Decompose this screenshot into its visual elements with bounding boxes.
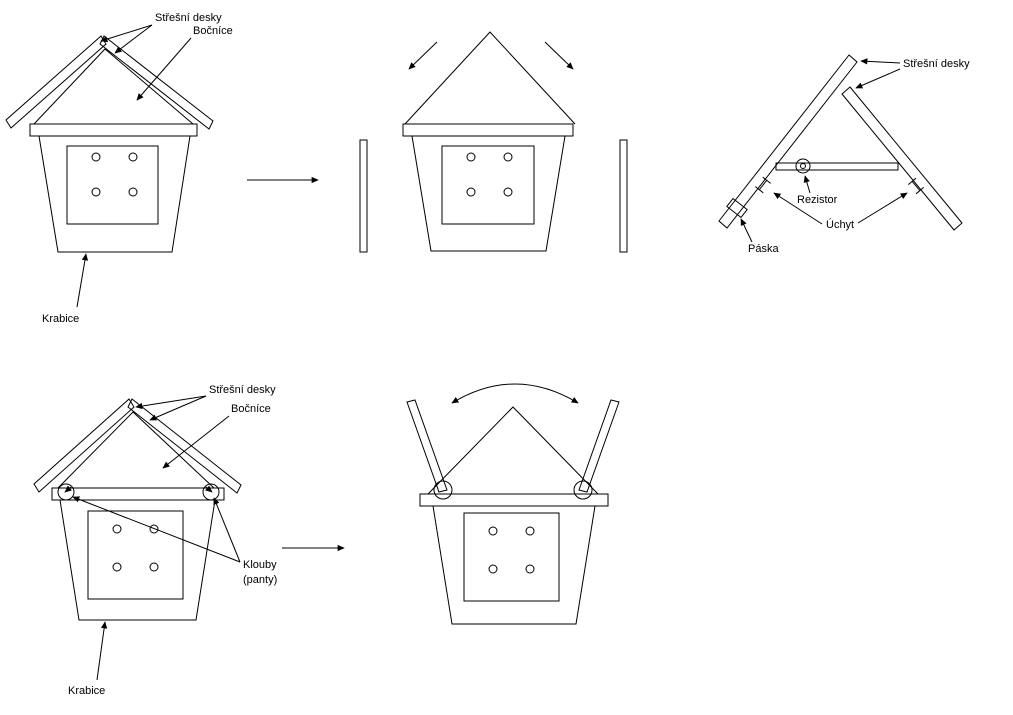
hole	[466, 152, 476, 162]
open-board-right	[578, 399, 620, 493]
panel-step5-roof-open	[406, 383, 620, 625]
hole	[503, 187, 513, 197]
inner-panel	[87, 510, 184, 600]
eave-rim	[419, 493, 609, 507]
pointer-roof-board-1	[149, 395, 207, 421]
label-hinges-line2: (panty)	[243, 574, 277, 586]
inner-panel	[441, 145, 535, 225]
resistor	[795, 158, 811, 174]
gable-side-panel	[33, 48, 194, 125]
roof-board-left	[5, 35, 107, 129]
label-side-panel: Bočníce	[193, 25, 233, 37]
gable-side-panel	[57, 411, 215, 489]
hole	[91, 187, 101, 197]
pointer-holder-right	[857, 192, 908, 224]
pointer-holder-left	[773, 192, 823, 225]
label-resistor: Rezistor	[797, 194, 838, 206]
label-side-panel: Bočníce	[231, 403, 271, 415]
holder-clip-right	[907, 177, 925, 195]
ventilation-holes	[488, 526, 535, 574]
panel-step1-assembled-house: Střešní desky Bočníce Krabice	[5, 12, 233, 325]
hole	[128, 152, 138, 162]
eave-rim	[402, 123, 574, 137]
crossbar-strip	[775, 162, 899, 171]
open-board-left	[406, 399, 448, 493]
detached-board-left	[359, 139, 368, 253]
label-roof-boards: Střešní desky	[209, 384, 276, 396]
pointer-side-panel	[136, 37, 192, 101]
hinge-left	[57, 483, 75, 501]
eave-rim	[51, 487, 225, 501]
ventilation-holes	[112, 524, 159, 572]
ventilation-holes	[91, 152, 138, 197]
hole	[466, 187, 476, 197]
box-body	[38, 135, 191, 253]
pointer-tape	[740, 218, 753, 243]
eave-rim	[29, 123, 198, 137]
label-tape: Páska	[748, 243, 779, 255]
ventilation-holes	[466, 152, 513, 197]
slide-arrow-right	[544, 41, 574, 70]
resistor-core	[800, 163, 806, 169]
hole	[488, 564, 498, 574]
box-body	[59, 499, 216, 621]
rotation-arrow	[451, 383, 579, 404]
pointer-roof-board-1	[114, 24, 153, 54]
roof-board-right	[841, 86, 963, 231]
hole	[91, 152, 101, 162]
hole	[503, 152, 513, 162]
panel-step4-hinged-house: Střešní desky Bočníce Klouby (panty) Kra…	[33, 384, 277, 697]
roof-board-right	[127, 398, 242, 494]
pointer-hinge-left	[72, 496, 241, 563]
label-roof-boards: Střešní desky	[903, 58, 970, 70]
hole	[525, 564, 535, 574]
panel-step2-roof-removed	[359, 31, 628, 253]
hinge-left	[433, 480, 453, 500]
hole	[128, 187, 138, 197]
label-hinges-line1: Klouby	[243, 559, 277, 571]
roof-board-left	[718, 54, 858, 229]
hinge-right-mark	[205, 485, 213, 493]
hole	[525, 526, 535, 536]
hole	[149, 524, 159, 534]
pointer-side-panel	[162, 415, 230, 469]
inner-panel	[463, 512, 560, 602]
tape-band	[726, 197, 748, 219]
label-box: Krabice	[42, 313, 79, 325]
holder-clip-left	[755, 176, 771, 194]
hinge-left-mark	[64, 485, 72, 493]
hinge-right	[573, 480, 593, 500]
pointer-roof-board-2	[100, 24, 153, 43]
pointer-hinge-right	[213, 497, 241, 563]
label-holder: Úchyt	[826, 218, 854, 231]
hole	[112, 562, 122, 572]
box-body	[411, 135, 566, 252]
pointer-resistor	[803, 175, 811, 194]
roof-board-right	[99, 35, 214, 130]
pointer-box	[96, 621, 108, 681]
hole	[112, 524, 122, 534]
box-body	[432, 505, 596, 625]
hole	[488, 526, 498, 536]
inner-panel	[66, 145, 159, 225]
pointer-box	[76, 253, 89, 308]
pointer-roof-board-2	[135, 395, 207, 410]
hinge-right	[202, 483, 220, 501]
panel-step3-roof-underside-detail: Střešní desky Rezistor Úchyt Páska	[718, 54, 970, 255]
label-roof-boards: Střešní desky	[155, 12, 222, 24]
label-box: Krabice	[68, 685, 105, 697]
pointer-roof-board-2	[855, 68, 901, 89]
gable-side-panel	[404, 31, 576, 125]
hole	[149, 562, 159, 572]
pointer-roof-board-1	[860, 58, 901, 65]
detached-board-right	[619, 139, 628, 253]
gable-side-panel	[427, 406, 599, 495]
roof-board-left	[33, 398, 135, 493]
slide-arrow-left	[408, 41, 438, 70]
